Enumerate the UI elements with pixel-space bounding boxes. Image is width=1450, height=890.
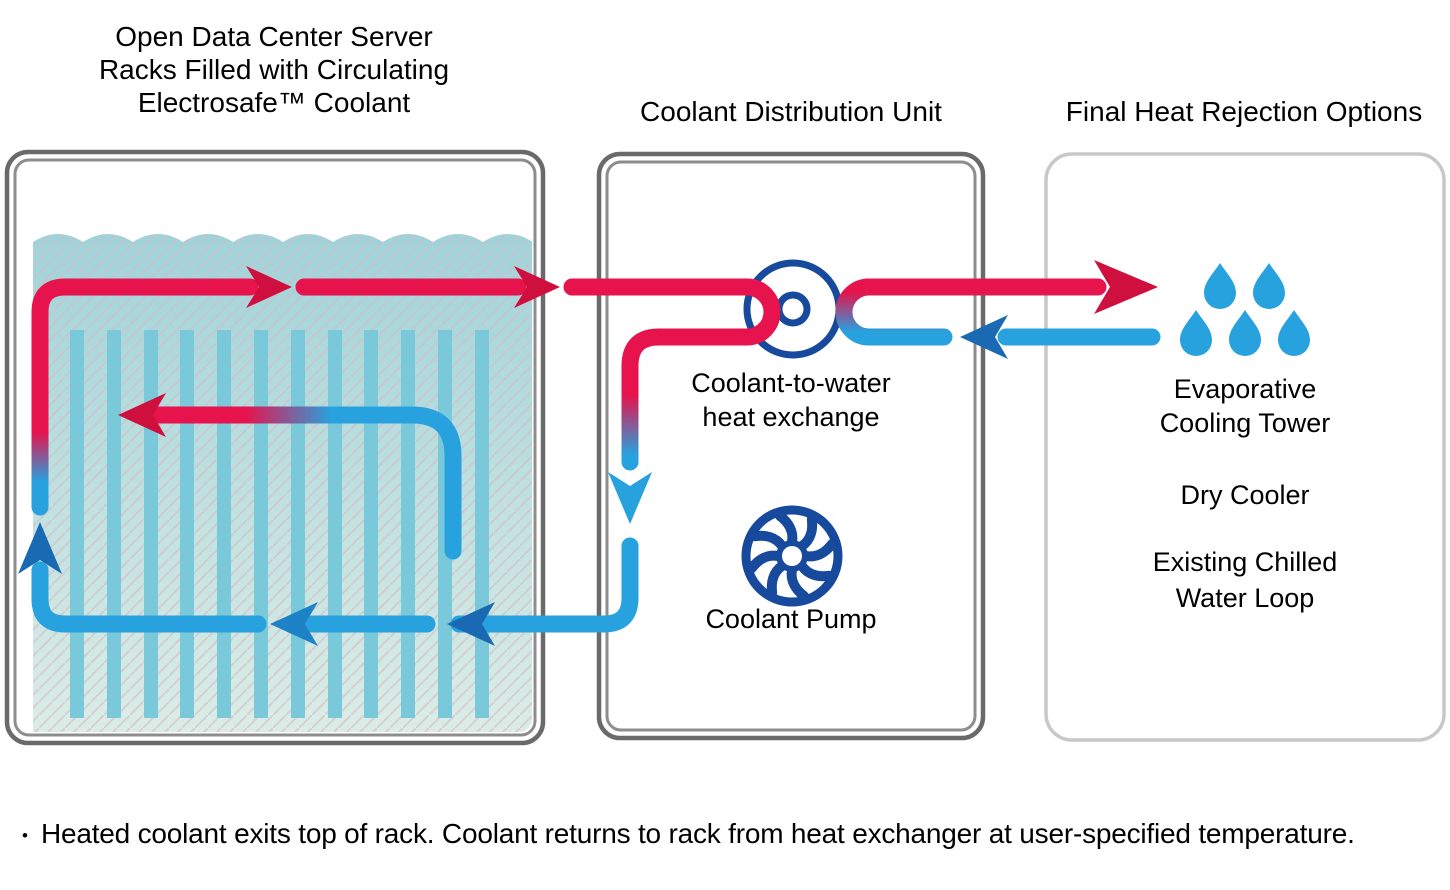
impeller-pump-icon (741, 505, 843, 607)
flow-arrows (18, 260, 1158, 646)
pipe-cold-bottom-left-up (31, 561, 267, 633)
pipe-tank-riser-hot-out (31, 278, 259, 516)
cold-flow-arrow-from-tower (960, 315, 1008, 359)
coolant-pipes (31, 278, 1161, 633)
hot-flow-arrow-right-2 (514, 266, 560, 308)
hot-flow-arrow-rack-left (118, 393, 166, 437)
pipe-cold-return-to-tank (450, 537, 639, 633)
distribution-unit-title: Coolant Distribution Unit (640, 96, 942, 127)
heat-exchanger-label: Coolant-to-water heat exchange (691, 368, 891, 432)
hot-flow-arrow-right-1 (246, 266, 292, 308)
hot-flow-arrow-to-tower (1094, 260, 1158, 314)
option-dry-cooler: Dry Cooler (1180, 480, 1310, 510)
pump-label: Coolant Pump (705, 604, 877, 634)
pipe-water-hot-to-tower (835, 278, 1107, 346)
option-existing-chilled-water-loop: Existing Chilled Water Loop (1152, 547, 1338, 613)
footnote-bullet-icon: • (22, 826, 28, 845)
cold-flow-arrow-up (18, 522, 62, 574)
tank-title: Open Data Center Server Racks Filled wit… (98, 21, 450, 118)
footnote: • Heated coolant exits top of rack. Cool… (18, 818, 1446, 850)
heat-rejection-panel (1044, 152, 1446, 742)
option-evaporative-cooling-tower: Evaporative Cooling Tower (1159, 374, 1331, 438)
coolant-liquid (33, 234, 532, 732)
coolant-distribution-unit-panel (596, 151, 986, 741)
cold-flow-arrow-left-2 (270, 602, 318, 646)
cold-flow-arrow-left-1 (447, 602, 495, 646)
footnote-text: Heated coolant exits top of rack. Coolan… (40, 818, 1355, 849)
heat-rejection-title: Final Heat Rejection Options (1065, 96, 1423, 127)
cold-flow-arrow-down (608, 472, 652, 524)
pipe-rack-distribution (147, 406, 462, 560)
pipe-hot-into-exchanger (563, 278, 781, 471)
